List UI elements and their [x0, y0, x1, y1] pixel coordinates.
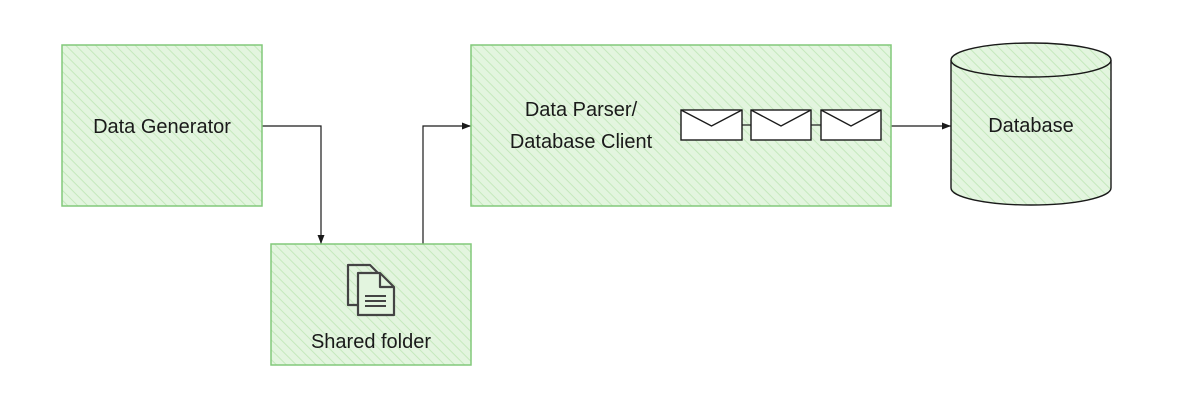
envelope-icon	[750, 109, 812, 141]
data-generator-box	[61, 44, 263, 207]
data-generator-node: Data Generator	[61, 44, 263, 207]
data-parser-node: Data Parser/ Database Client	[470, 44, 892, 207]
database-node: Database	[950, 42, 1112, 206]
data-parser-label-line2: Database Client	[510, 131, 653, 153]
data-parser-label-line1: Data Parser/	[525, 99, 638, 121]
shared-folder-label: Shared folder	[311, 331, 431, 353]
database-label: Database	[988, 115, 1074, 137]
connector-folder-to-parser	[422, 122, 471, 244]
database-cylinder-top	[950, 42, 1112, 78]
connector-generator-to-folder	[262, 125, 325, 244]
documents-icon	[346, 263, 396, 317]
data-generator-label: Data Generator	[93, 116, 231, 138]
shared-folder-node: Shared folder	[270, 243, 472, 366]
envelope-icon	[820, 109, 882, 141]
database-cylinder-body	[950, 60, 1112, 206]
envelope-icon	[680, 109, 743, 141]
